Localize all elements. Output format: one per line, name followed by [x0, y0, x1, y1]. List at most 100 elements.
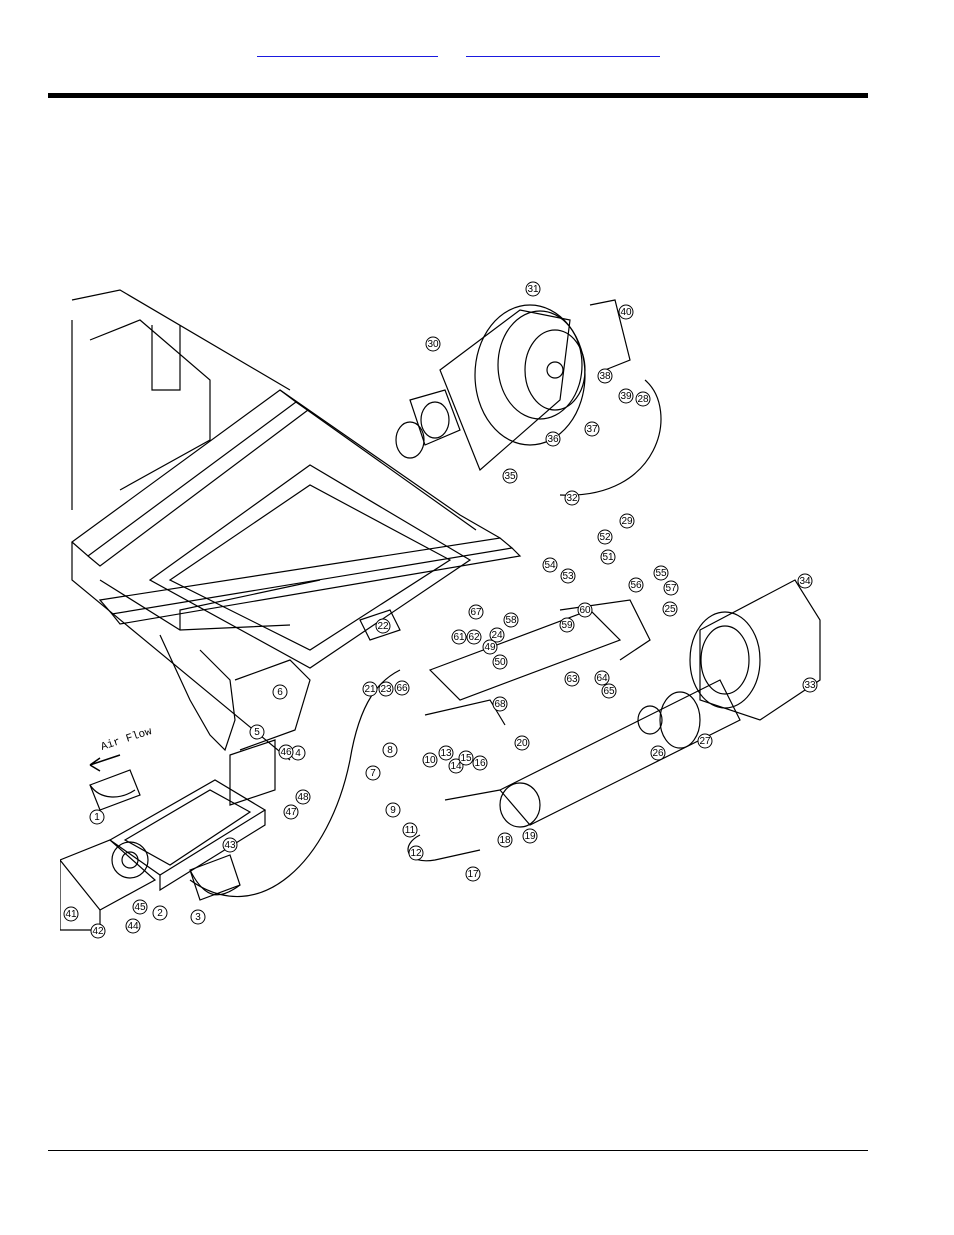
callout-number: 42 — [92, 926, 104, 937]
callout-number: 6 — [277, 687, 283, 698]
callout-53: 53 — [560, 568, 576, 584]
callout-circle — [635, 391, 651, 407]
callout-number: 53 — [562, 571, 574, 582]
callout-66: 66 — [394, 680, 410, 696]
callout-number: 8 — [387, 745, 393, 756]
callout-circle — [618, 304, 634, 320]
callout-number: 24 — [491, 630, 503, 641]
callout-circle — [362, 681, 378, 697]
callout-circle — [382, 742, 398, 758]
callout-38: 38 — [597, 368, 613, 384]
callout-circle — [559, 617, 575, 633]
callout-circle — [283, 804, 299, 820]
callout-49: 49 — [482, 639, 498, 655]
air-flow-arrow-icon — [89, 754, 121, 772]
meter-assembly — [89, 739, 276, 901]
callout-circle — [465, 866, 481, 882]
callout-circle — [564, 671, 580, 687]
callout-number: 31 — [527, 284, 539, 295]
callout-13: 13 — [438, 745, 454, 761]
callout-45: 45 — [132, 899, 148, 915]
callout-circle — [482, 639, 498, 655]
callout-circle — [525, 281, 541, 297]
callout-number: 5 — [254, 727, 260, 738]
callout-circle — [378, 681, 394, 697]
callout-number: 50 — [494, 657, 506, 668]
callout-circle — [618, 388, 634, 404]
callout-number: 16 — [474, 758, 486, 769]
callout-circle — [503, 612, 519, 628]
callout-number: 59 — [561, 620, 573, 631]
header-link-left[interactable] — [257, 40, 438, 57]
callout-16: 16 — [472, 755, 488, 771]
callout-number: 19 — [524, 831, 536, 842]
callout-circle — [797, 573, 813, 589]
callout-22: 22 — [375, 618, 391, 634]
callout-40: 40 — [618, 304, 634, 320]
callout-circle — [514, 735, 530, 751]
callout-circle — [132, 899, 148, 915]
callout-3: 3 — [190, 909, 206, 925]
callout-number: 38 — [599, 371, 611, 382]
callout-number: 32 — [566, 493, 578, 504]
callout-number: 37 — [586, 424, 598, 435]
callout-circle — [89, 809, 105, 825]
callout-6: 6 — [272, 684, 288, 700]
callout-2: 2 — [152, 905, 168, 921]
callout-43: 43 — [222, 837, 238, 853]
callout-63: 63 — [564, 671, 580, 687]
callout-number: 63 — [566, 674, 578, 685]
callout-17: 17 — [465, 866, 481, 882]
callout-circle — [458, 750, 474, 766]
callout-65: 65 — [601, 683, 617, 699]
callout-25: 25 — [662, 601, 678, 617]
callout-circle — [597, 529, 613, 545]
callout-circle — [190, 909, 206, 925]
callout-19: 19 — [522, 828, 538, 844]
callout-circle — [408, 845, 424, 861]
callout-number: 58 — [505, 615, 517, 626]
callout-number: 35 — [504, 471, 516, 482]
callout-number: 15 — [460, 753, 472, 764]
callout-circle — [438, 745, 454, 761]
callout-number: 64 — [596, 673, 608, 684]
callout-circle — [249, 724, 265, 740]
callout-1: 1 — [89, 809, 105, 825]
callout-number: 48 — [297, 792, 309, 803]
callout-circle — [594, 670, 610, 686]
callout-14: 14 — [448, 758, 464, 774]
callout-number: 51 — [602, 552, 614, 563]
callout-56: 56 — [628, 577, 644, 593]
callout-circle — [125, 918, 141, 934]
callout-circle — [522, 828, 538, 844]
callout-circle — [577, 602, 593, 618]
callout-29: 29 — [619, 513, 635, 529]
callout-circle — [489, 627, 505, 643]
callout-20: 20 — [514, 735, 530, 751]
callout-number: 55 — [655, 568, 667, 579]
callout-18: 18 — [497, 832, 513, 848]
callout-circle — [375, 618, 391, 634]
callout-number: 40 — [620, 307, 632, 318]
callout-35: 35 — [502, 468, 518, 484]
callout-circle — [564, 490, 580, 506]
callout-42: 42 — [90, 923, 106, 939]
callout-10: 10 — [422, 752, 438, 768]
callout-number: 54 — [544, 560, 556, 571]
header-link-right[interactable] — [466, 40, 660, 57]
callout-number: 12 — [410, 848, 422, 859]
callout-number: 47 — [285, 807, 297, 818]
callout-circle — [802, 677, 818, 693]
callout-number: 67 — [470, 607, 482, 618]
callout-41: 41 — [63, 906, 79, 922]
callout-number: 41 — [65, 909, 77, 920]
callout-circle — [662, 601, 678, 617]
callout-number: 61 — [453, 632, 465, 643]
callout-61: 61 — [451, 629, 467, 645]
callout-circle — [272, 684, 288, 700]
callout-circle — [492, 696, 508, 712]
callout-58: 58 — [503, 612, 519, 628]
callout-circle — [601, 683, 617, 699]
callout-number: 65 — [603, 686, 615, 697]
